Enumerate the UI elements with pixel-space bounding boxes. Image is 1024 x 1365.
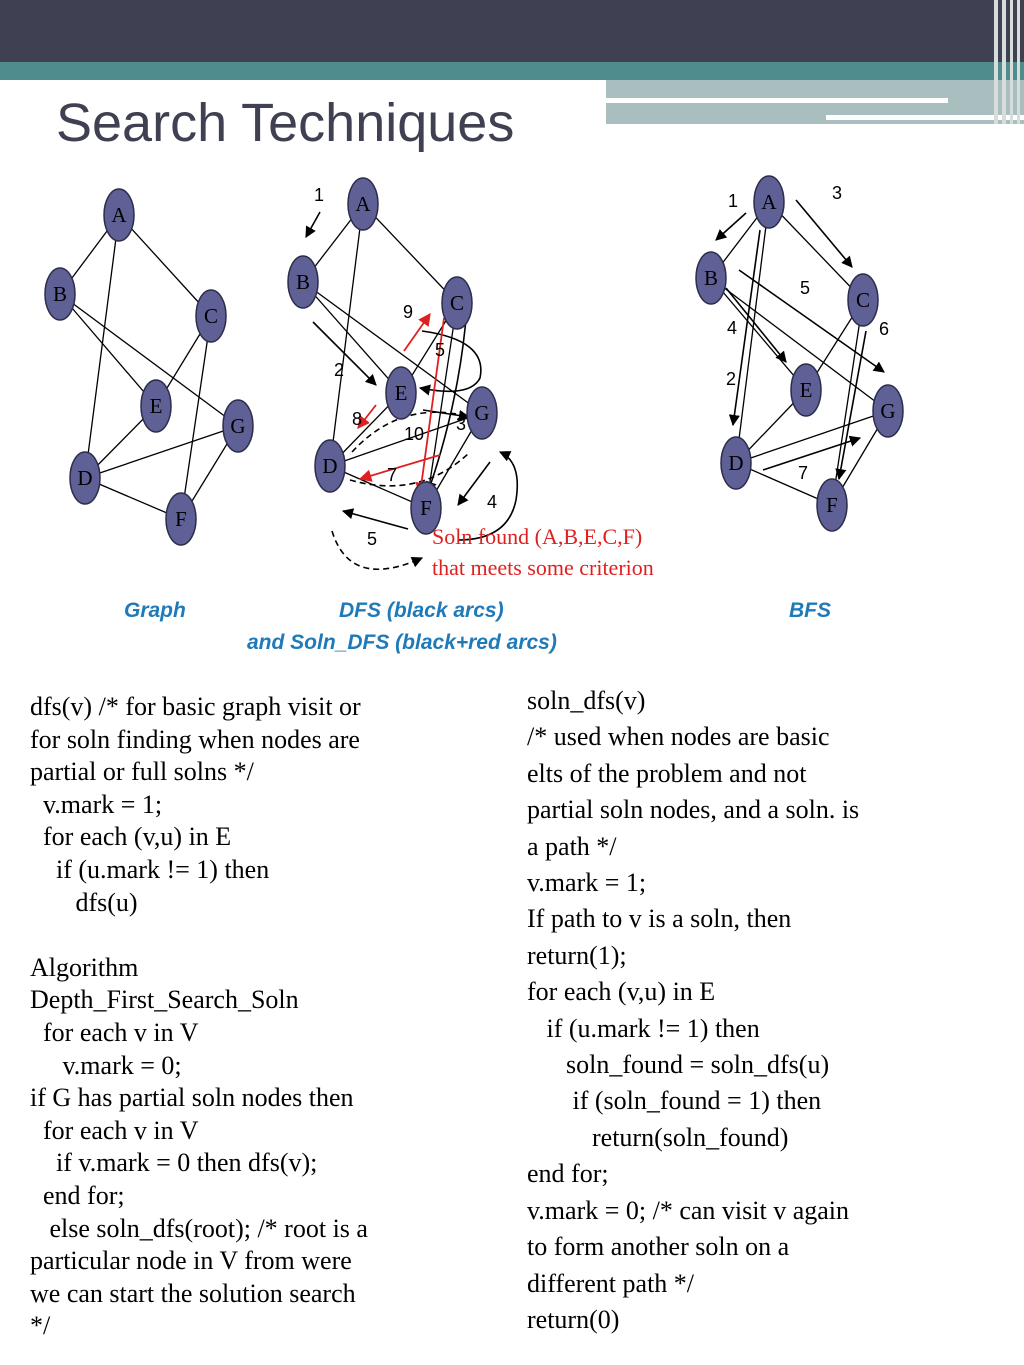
bfs-arc-label: 7 (798, 463, 808, 483)
graph-node-g (222, 399, 254, 453)
dfs-node-a (347, 177, 379, 231)
dfs-red-arrows (357, 312, 445, 496)
dfs-arc-label: 5 (367, 529, 377, 549)
bfs-node-d (720, 436, 752, 490)
header-rule (600, 98, 948, 103)
dfs-arc-label: 1 (314, 185, 324, 205)
graph-node-label: D (77, 466, 92, 490)
dfs-arc-label: 4 (487, 492, 497, 512)
graph-plain-nodes (44, 188, 254, 546)
bfs-node-b (695, 251, 727, 305)
bfs-node-label: B (704, 266, 718, 290)
graph-node-d (69, 451, 101, 505)
dfs-node-g (466, 386, 498, 440)
bfs-node-label: F (826, 493, 838, 517)
dfs-nodes (287, 177, 498, 535)
dfs-arc-label: 3 (456, 414, 466, 434)
graph-node-label: B (53, 282, 67, 306)
bfs-nodes (695, 175, 904, 532)
dfs-node-label: D (322, 454, 337, 478)
header-stripe (1010, 0, 1013, 124)
bfs-arc-label: 3 (832, 183, 842, 203)
code-dfs-left: dfs(v) /* for basic graph visit or for s… (30, 692, 368, 1341)
graph-node-c (195, 289, 227, 343)
graph-node-b (44, 267, 76, 321)
code-soln-dfs-right: soln_dfs(v) /* used when nodes are basic… (527, 686, 860, 1334)
bfs-node-c (847, 273, 879, 327)
bfs-node-f (816, 478, 848, 532)
bfs-arc-label: 4 (727, 318, 737, 338)
bfs-arc-label: 2 (726, 369, 736, 389)
bfs-node-label: A (761, 190, 777, 214)
dfs-node-d (314, 439, 346, 493)
header-rule-short (826, 115, 1024, 120)
bfs-node-label: C (856, 288, 870, 312)
bfs-arc-label: 6 (879, 319, 889, 339)
slide-title: Search Techniques (56, 93, 515, 153)
graph-node-label: G (230, 414, 245, 438)
dfs-node-label: B (296, 270, 310, 294)
dfs-arc-label: 2 (334, 360, 344, 380)
graph-node-e (140, 379, 172, 433)
dfs-node-f (410, 481, 442, 535)
bfs-node-g (872, 384, 904, 438)
dfs-arc-label: 9 (403, 302, 413, 322)
bfs-node-label: G (880, 399, 895, 423)
dfs-node-label: A (355, 192, 371, 216)
graph-node-f (165, 492, 197, 546)
graph-node-a (103, 188, 135, 242)
header-stripe (1002, 0, 1006, 124)
dfs-node-label: F (420, 496, 432, 520)
bfs-arrows (715, 199, 885, 481)
header-stripe (1017, 0, 1020, 124)
caption-dfs-soln: and Soln_DFS (black+red arcs) (247, 631, 557, 654)
bfs-arc-label: 1 (728, 191, 738, 211)
soln-note-line2: that meets some criterion (432, 555, 654, 580)
dfs-arc-label: 10 (404, 424, 424, 444)
header-teal-band (0, 62, 1024, 80)
dfs-node-b (287, 255, 319, 309)
header-stripe (994, 0, 998, 124)
dfs-node-e (385, 366, 417, 420)
caption-graph: Graph (124, 599, 186, 622)
soln-note-line1: Soln found (A,B,E,C,F) (432, 524, 643, 549)
bfs-arc-label: 5 (800, 278, 810, 298)
dfs-arc-label: 8 (352, 409, 362, 429)
dfs-node-c (441, 276, 473, 330)
graph-node-label: E (150, 394, 163, 418)
dfs-node-label: G (474, 401, 489, 425)
bfs-node-label: E (800, 378, 813, 402)
bfs-node-label: D (728, 451, 743, 475)
graph-node-label: F (175, 507, 187, 531)
dfs-arc-label: 5 (435, 340, 445, 360)
soln-note: Soln found (A,B,E,C,F) that meets some c… (432, 521, 654, 583)
dfs-node-label: E (395, 381, 408, 405)
header-dark-band (0, 0, 1024, 62)
graph-node-label: A (111, 203, 127, 227)
graph-diagrams: A B C D E F G (44, 175, 904, 571)
bfs-node-e (790, 363, 822, 417)
dfs-node-label: C (450, 291, 464, 315)
graph-node-label: C (204, 304, 218, 328)
bfs-node-a (753, 175, 785, 229)
caption-dfs: DFS (black arcs) (339, 599, 504, 622)
dfs-arc-label: 7 (387, 465, 397, 485)
caption-bfs: BFS (789, 599, 831, 622)
